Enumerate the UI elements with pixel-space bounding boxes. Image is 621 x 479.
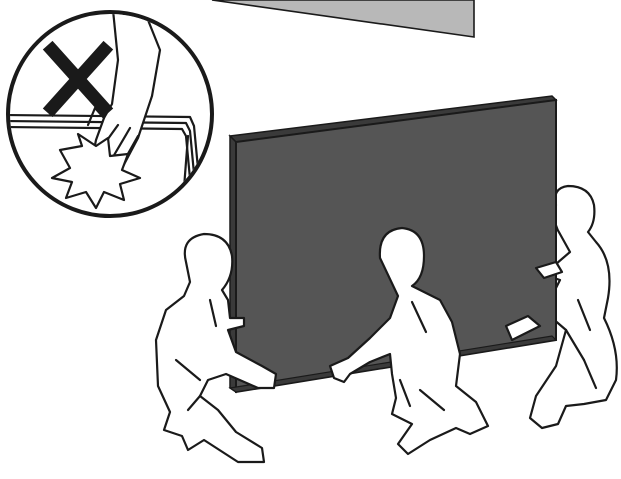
panel-edge-icon [10, 113, 202, 214]
right-person-hands [504, 260, 564, 342]
pinch-warning-icon [6, 10, 214, 218]
wall-edge [211, 0, 475, 38]
person-middle [328, 226, 490, 456]
pain-burst-icon [50, 132, 142, 210]
person-left [154, 232, 278, 464]
prohibited-cross-icon [42, 40, 114, 118]
